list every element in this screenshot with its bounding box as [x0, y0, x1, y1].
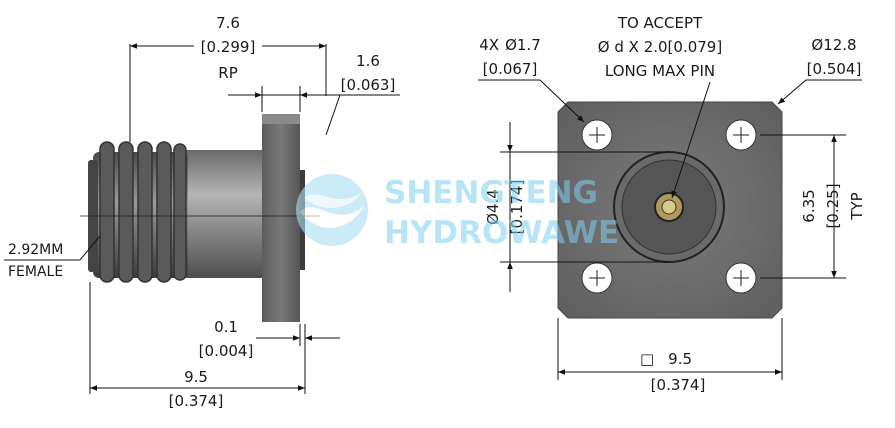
mounting-hole	[725, 119, 757, 151]
dim-flange-inch: [0.063]	[341, 76, 396, 94]
mounting-hole	[725, 262, 757, 294]
dim-square-inch: [0.374]	[651, 376, 706, 394]
dim-length-top-inch: [0.299]	[201, 38, 256, 56]
watermark-logo-icon	[296, 174, 368, 246]
dim-bore-inch: [0.174]	[508, 180, 526, 235]
dim-holes-inch: [0.067]	[483, 60, 538, 78]
dim-spacing-mm: 6.35	[800, 189, 818, 222]
pin-note-line3: LONG MAX PIN	[605, 62, 715, 80]
connector-label-line2: FEMALE	[8, 264, 63, 280]
dim-square-mm: □9.5	[640, 350, 692, 368]
dim-length-bottom-inch: [0.374]	[169, 392, 224, 410]
dim-bore-mm: Ø4.4	[484, 189, 502, 225]
dim-spacing-inch: [0.25]	[824, 183, 842, 228]
dim-length-bottom-mm: 9.5	[184, 368, 208, 386]
dim-gap-mm: 0.1	[214, 318, 238, 336]
pin-note-line2: Ø d X 2.0[0.079]	[598, 38, 722, 56]
watermark-line1: SHENGTENG	[384, 175, 598, 211]
watermark: SHENGTENG HYDROWAWE	[296, 174, 619, 251]
dim-spacing-typ: TYP	[848, 192, 866, 220]
side-view: 7.6 [0.299] RP 1.6 [0.063] 2.92MM FEMALE…	[4, 14, 400, 410]
dim-corner-inch: [0.504]	[807, 60, 862, 78]
mounting-hole	[581, 262, 613, 294]
dim-flange-mm: 1.6	[356, 52, 380, 70]
rp-label: RP	[218, 64, 237, 82]
mounting-flange	[262, 114, 300, 322]
watermark-line2: HYDROWAWE	[384, 215, 619, 251]
dim-corner-mm: Ø12.8	[811, 36, 856, 54]
thread-section	[88, 141, 188, 283]
dim-length-top-mm: 7.6	[216, 14, 240, 32]
pin-note-line1: TO ACCEPT	[617, 14, 703, 32]
connector-body	[180, 150, 264, 278]
mounting-hole	[581, 119, 613, 151]
connector-label-line1: 2.92MM	[8, 242, 63, 258]
dim-gap-inch: [0.004]	[199, 342, 254, 360]
